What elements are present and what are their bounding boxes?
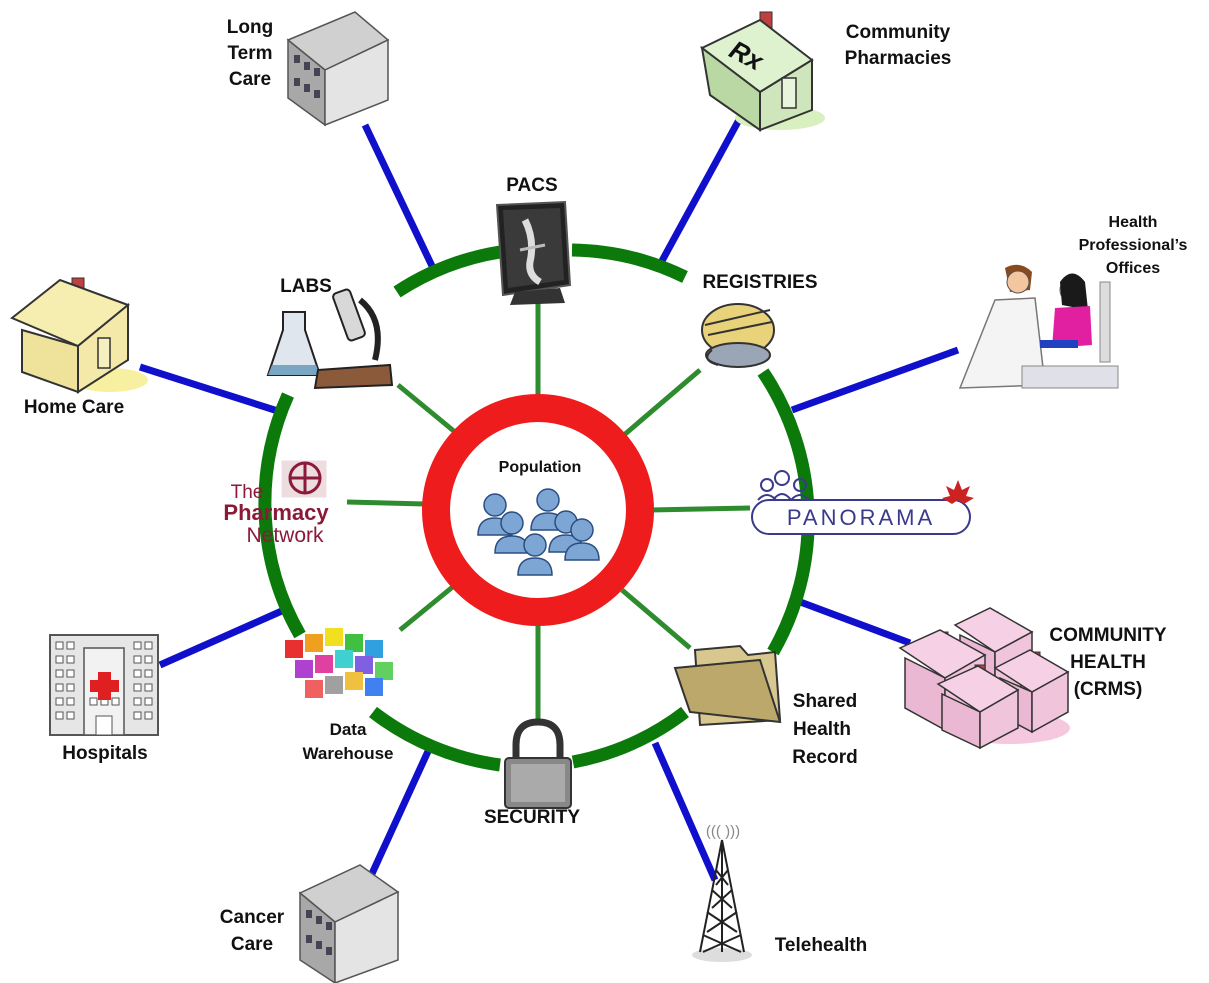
- cancer-care-building-icon: [298, 864, 400, 983]
- spoke-registries: [622, 368, 702, 437]
- health-professionals-node: Health Professional’s Offices: [958, 214, 1188, 389]
- security-node: SECURITY: [484, 718, 580, 828]
- hpo-line-1: Health: [1109, 214, 1158, 231]
- doctor-patient-icon: [958, 264, 1119, 389]
- data-cube-grid-icon: [285, 628, 393, 698]
- labs-label: LABS: [280, 276, 332, 297]
- pharmacies-line-2: Pharmacies: [845, 48, 952, 69]
- yellow-house-icon: [10, 277, 148, 394]
- ring-arc-top-right: [571, 243, 688, 283]
- link-health-professionals: [790, 346, 960, 414]
- shared-record-line-2: Health: [793, 719, 851, 740]
- security-label: SECURITY: [484, 807, 580, 828]
- spoke-pharmacy: [346, 499, 426, 507]
- spoke-panorama: [649, 505, 751, 513]
- hpo-line-3: Offices: [1106, 260, 1160, 277]
- cancer-care-line-1: Cancer: [220, 907, 285, 928]
- registry-scroll-icon: [701, 303, 775, 368]
- spoke-labs: [396, 383, 457, 434]
- office-building-icon: [286, 11, 390, 127]
- community-pharmacies-node: Rx Community Pharmacies: [700, 11, 952, 132]
- long-term-care-node: Long Term Care: [227, 11, 390, 127]
- home-care-node: Home Care: [10, 277, 148, 418]
- link-community-health: [793, 596, 912, 647]
- ring-arc-top-left: [393, 245, 502, 298]
- inner-ring: [258, 243, 815, 772]
- center-ring: [422, 394, 654, 626]
- pacs-label: PACS: [506, 175, 557, 196]
- panorama-label: PANORAMA: [787, 505, 935, 530]
- spoke-warehouse: [398, 583, 457, 632]
- pharmacy-the: The: [231, 482, 264, 503]
- microscope-flask-icon: [266, 288, 394, 390]
- pacs-node: PACS: [495, 175, 572, 305]
- labs-node: LABS: [266, 276, 394, 390]
- link-telehealth: [651, 741, 719, 882]
- cancer-care-node: Cancer Care: [220, 864, 400, 983]
- center-label: Population: [499, 459, 582, 476]
- pharmacy-network-node: The Pharmacy Network: [223, 460, 329, 547]
- pharmacy-globe-icon: [281, 460, 327, 498]
- outer-links: [138, 116, 960, 882]
- population-icon: [477, 488, 600, 576]
- community-health-line-3: (CRMS): [1074, 679, 1143, 700]
- hpo-line-2: Professional’s: [1079, 237, 1188, 254]
- spoke-shared-record: [620, 588, 692, 650]
- ltc-line-1: Long: [227, 17, 273, 38]
- link-home-care: [138, 363, 286, 417]
- maple-leaf-icon: [942, 480, 974, 504]
- community-health-node: COMMUNITY HEALTH (CRMS): [898, 607, 1167, 750]
- pharmacy-pharmacy: Pharmacy: [223, 500, 329, 525]
- folder-icon: [673, 644, 782, 727]
- hospitals-node: Hospitals: [49, 634, 159, 764]
- pharmacy-house-icon: Rx: [700, 11, 825, 132]
- panorama-people-icon: [757, 470, 810, 501]
- radio-tower-icon: [692, 839, 752, 962]
- panorama-badge: [751, 499, 971, 535]
- telehealth-signal: ((( ))): [706, 823, 740, 840]
- community-health-line-1: COMMUNITY: [1049, 625, 1166, 646]
- data-warehouse-node: Data Warehouse: [285, 628, 394, 763]
- pharmacy-network: Network: [246, 524, 324, 547]
- warehouse-line-1: Data: [330, 720, 367, 739]
- ltc-line-2: Term: [227, 43, 272, 64]
- shared-record-line-3: Record: [792, 747, 857, 768]
- ltc-line-3: Care: [229, 69, 271, 90]
- hospital-building-icon: [49, 634, 159, 736]
- inner-spokes: [346, 302, 751, 722]
- telehealth-label: Telehealth: [775, 935, 868, 956]
- panorama-node: PANORAMA: [751, 470, 974, 535]
- registries-label: REGISTRIES: [702, 272, 817, 293]
- monitor-xray-icon: [495, 200, 572, 305]
- center-population: Population: [422, 394, 654, 626]
- telehealth-node: ((( ))) Telehealth: [692, 823, 867, 962]
- ring-arc-left: [258, 392, 306, 639]
- shared-record-line-1: Shared: [793, 691, 857, 712]
- ring-arc-bottom-left: [369, 706, 501, 772]
- link-cancer-care: [366, 745, 434, 880]
- cancer-care-line-2: Care: [231, 934, 273, 955]
- pharmacies-line-1: Community: [846, 22, 951, 43]
- shared-health-record-node: Shared Health Record: [673, 644, 858, 768]
- padlock-icon: [504, 718, 572, 809]
- warehouse-line-2: Warehouse: [302, 744, 393, 763]
- hospitals-label: Hospitals: [62, 743, 148, 764]
- link-long-term-care: [361, 123, 436, 268]
- registries-node: REGISTRIES: [701, 272, 818, 368]
- home-care-label: Home Care: [24, 397, 124, 418]
- link-hospitals: [158, 606, 286, 669]
- pink-houses-icon: [898, 607, 1070, 750]
- community-health-line-2: HEALTH: [1070, 652, 1146, 673]
- ring-arc-bottom-right: [571, 706, 689, 769]
- link-community-pharmacies: [653, 116, 744, 272]
